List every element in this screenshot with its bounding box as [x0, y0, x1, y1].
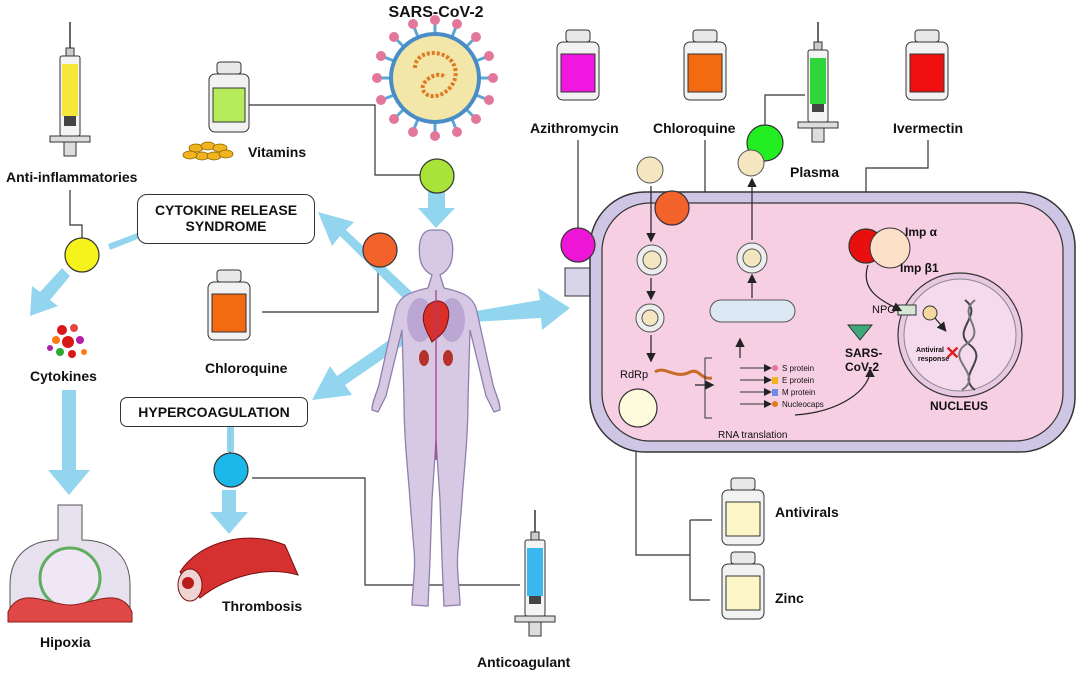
arrow-virus-to-body: [418, 192, 455, 228]
npc-channel-icon: [897, 304, 917, 316]
protein-label-e: E protein: [782, 376, 814, 385]
alveolus-icon: [7, 504, 133, 623]
cross-icon: ✕: [945, 343, 960, 363]
chloroquine-left-bottle-icon: [207, 269, 251, 341]
vitamins-target-circle: [419, 158, 455, 194]
arrow-to-antiinflammatory: [108, 232, 140, 250]
anticoagulant-circle: [213, 452, 249, 488]
npc-label: NPC: [872, 304, 895, 316]
arrow-to-cytokines: [30, 268, 70, 316]
rna-translation-label: RNA translation: [718, 430, 787, 441]
azithromycin-label: Azithromycin: [530, 120, 619, 136]
imp-beta1-label: Imp β1: [900, 261, 939, 275]
anticoagulant-syringe-icon: [514, 510, 556, 637]
azithromycin-circle: [560, 227, 596, 263]
protein-label-m: M protein: [782, 388, 815, 397]
cytokines-label: Cytokines: [30, 368, 97, 384]
antivirals-label: Antivirals: [775, 504, 839, 520]
protein-label-s: S protein: [782, 364, 814, 373]
cytokine-release-line1: CYTOKINE RELEASE: [154, 202, 298, 218]
cytokine-release-line2: SYNDROME: [185, 218, 267, 234]
vitamins-bottle-icon: [208, 61, 250, 133]
plasma-syringe-icon: [797, 22, 839, 143]
ivermectin-bottle-icon: [905, 29, 949, 101]
arrow-to-thrombosis: [210, 490, 248, 534]
hypercoagulation-box: HYPERCOAGULATION: [120, 397, 308, 427]
antiviral-response-label-2: response: [918, 356, 949, 363]
arrow-to-hipoxia: [48, 390, 90, 495]
hypercoagulation-label: HYPERCOAGULATION: [138, 404, 290, 420]
cytokines-icon: [47, 324, 87, 358]
anti-inflammatories-label: Anti-inflammatories: [6, 169, 138, 185]
anti-inflammatories-syringe-icon: [49, 22, 91, 157]
protein-bracket: [704, 357, 712, 419]
human-body-icon: [371, 229, 501, 607]
antiinflammatory-circle: [64, 237, 100, 273]
chloroquine-cell-circle: [654, 190, 690, 226]
rna-strand-icon: [654, 368, 713, 380]
cell-virus-label-2: CoV-2: [845, 360, 879, 374]
chloroquine-left-label: Chloroquine: [205, 360, 288, 376]
chloroquine-right-label: Chloroquine: [653, 120, 736, 136]
protein-label-n: Nucleocaps: [782, 400, 824, 409]
rdrp-label: RdRp: [620, 369, 648, 381]
imp-alpha-label: Imp α: [905, 225, 938, 239]
protein-arrows: [740, 364, 772, 408]
blood-vessel-icon: [177, 537, 299, 602]
endocytosis-vesicles: [635, 149, 796, 333]
chloroquine-body-circle: [362, 232, 398, 268]
antivirals-bottle-icon: [721, 477, 765, 546]
arrow-to-anticoag-circle: [227, 425, 234, 452]
arrow-to-cell: [470, 288, 570, 330]
hipoxia-label: Hipoxia: [40, 634, 91, 650]
thrombosis-label: Thrombosis: [222, 598, 302, 614]
vitamins-label: Vitamins: [248, 144, 306, 160]
plasma-label: Plasma: [790, 164, 839, 180]
protein-markers: [772, 365, 778, 407]
antiviral-response-label-1: Antiviral: [916, 347, 944, 354]
virus-top-icon: [372, 15, 498, 141]
anticoagulant-label: Anticoagulant: [477, 654, 571, 670]
transcription-factor-icon: [922, 305, 938, 321]
virus-assembly-marker-icon: [846, 324, 874, 341]
cell-virus-label-1: SARS-: [845, 346, 882, 360]
cell-arrows: [646, 177, 947, 416]
zinc-bottle-icon: [721, 551, 765, 620]
vitamin-pills-icon: [182, 141, 234, 161]
zinc-label: Zinc: [775, 590, 804, 606]
ivermectin-label: Ivermectin: [893, 120, 963, 136]
imp-alpha-beta-complex: [869, 227, 911, 269]
nucleus-label: NUCLEUS: [930, 399, 988, 413]
cytokine-release-syndrome-box: CYTOKINE RELEASE SYNDROME: [137, 194, 315, 244]
azithromycin-bottle-icon: [556, 29, 600, 101]
chloroquine-right-bottle-icon: [683, 29, 727, 101]
nucleus-inner: [903, 278, 1017, 392]
virus-title: SARS-CoV-2: [388, 4, 483, 21]
antivirals-circle: [618, 388, 658, 428]
